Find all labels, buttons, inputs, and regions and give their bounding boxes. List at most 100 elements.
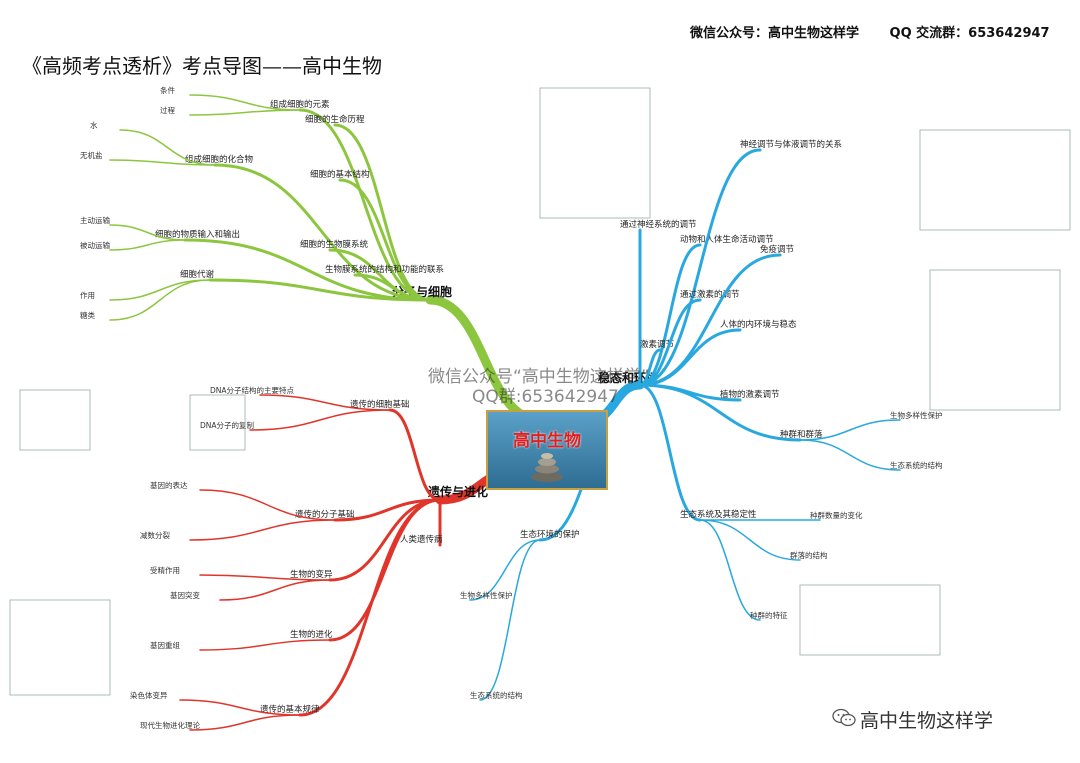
figure-frame-1 <box>919 129 1071 231</box>
green-twig-3 <box>109 239 186 251</box>
red-twig-2 <box>199 489 336 521</box>
green-sub-label-4: 细胞的基本结构 <box>310 169 370 180</box>
qq-group: QQ 交流群：653642947 <box>889 26 1050 41</box>
green-twig-label-2: 主动运输 <box>80 215 110 225</box>
blue-sub-line-4 <box>638 298 702 387</box>
red-twig-3 <box>189 519 336 541</box>
blue-twig-4 <box>699 519 761 621</box>
green-sub-line-7 <box>353 273 432 302</box>
green-sub-label-6: 细胞代谢 <box>180 269 215 280</box>
green-sub-label-0: 组成细胞的元素 <box>270 99 330 110</box>
green-twig-label-6: 作用 <box>80 290 95 300</box>
blue-twig-label-3: 群落的结构 <box>790 550 828 560</box>
green-twig-label-7: 糖类 <box>80 310 95 320</box>
red-twig-7 <box>179 699 301 716</box>
green-twig-4 <box>189 94 301 111</box>
blue-sub-label-8: 种群和群落 <box>780 429 823 440</box>
blue-sub-line-1 <box>638 148 762 387</box>
red-twig-1 <box>249 409 391 431</box>
green-sub-line-4 <box>338 178 432 302</box>
blue-twig-label-0: 生物多样性保护 <box>890 410 943 420</box>
green-twig-6 <box>109 279 211 301</box>
red-twig-label-7: 染色体变异 <box>130 690 168 700</box>
green-sub-label-3: 细胞的生命历程 <box>305 114 365 125</box>
figure-frame-5 <box>799 584 941 656</box>
green-twig-0 <box>119 129 216 166</box>
center-node-label: 高中生物 <box>513 431 581 451</box>
red-sub-label-4: 遗传的基本规律 <box>260 704 320 715</box>
blue-sub-label-2: 通过神经系统的调节 <box>620 219 697 230</box>
red-sub-line-1 <box>333 498 442 522</box>
stacked-stones-icon <box>531 453 563 482</box>
blue-sub-label-9: 生态系统及其稳定性 <box>680 509 757 520</box>
blue-twig-6 <box>479 539 541 701</box>
red-main-label: 遗传与进化 <box>427 484 488 499</box>
blue-twig-0 <box>799 419 901 441</box>
blue-twig-label-2: 种群数量的变化 <box>810 510 863 520</box>
green-twig-5 <box>189 109 301 116</box>
figure-frame-6 <box>9 599 111 696</box>
green-sub-line-6 <box>208 278 432 302</box>
green-sub-label-2: 细胞的物质输入和输出 <box>155 229 240 240</box>
red-twig-label-6: 基因重组 <box>150 640 180 650</box>
green-sub-label-5: 细胞的生物膜系统 <box>300 239 369 250</box>
watermark-line-1: 微信公众号“高中生物这样学” <box>428 367 650 387</box>
wechat-icon <box>832 708 856 727</box>
blue-twig-label-1: 生态系统的结构 <box>890 460 943 470</box>
green-sub-label-7: 生物膜系统的结构和功能的联系 <box>325 264 444 275</box>
red-sub-line-0 <box>388 408 442 502</box>
red-sub-label-3: 生物的进化 <box>290 629 333 640</box>
blue-sub-label-5: 免疫调节 <box>760 244 795 255</box>
blue-sub-label-7: 植物的激素调节 <box>720 389 780 400</box>
red-sub-label-0: 遗传的细胞基础 <box>350 399 410 410</box>
green-twig-7 <box>109 279 211 321</box>
red-twig-8 <box>189 714 301 731</box>
header-contact: 微信公众号：高中生物这样学 QQ 交流群：653642947 <box>690 22 1076 41</box>
watermark-line-2: QQ群:653642947 <box>472 387 619 407</box>
green-twig-label-1: 无机盐 <box>80 150 103 160</box>
blue-sub-label-3: 激素调节 <box>640 339 675 350</box>
green-sub-line-0 <box>298 108 432 302</box>
blue-sub-line-8 <box>638 383 802 442</box>
page-title: 《高频考点透析》考点导图——高中生物 <box>22 54 382 78</box>
figure-frame-2 <box>929 269 1061 411</box>
blue-sub-label-0: 动物和人体生命活动调节 <box>680 234 774 245</box>
blue-sub-label-6: 人体的内环境与稳态 <box>720 319 797 330</box>
blue-sub-label-4: 通过激素的调节 <box>680 289 740 300</box>
green-sub-line-2 <box>183 238 432 302</box>
red-twig-label-4: 受精作用 <box>150 565 180 575</box>
blue-sub-line-6 <box>638 328 742 387</box>
green-twig-2 <box>109 224 186 241</box>
red-twig-label-3: 减数分裂 <box>140 530 170 540</box>
green-sub-label-1: 组成细胞的化合物 <box>185 154 254 165</box>
blue-sub-label-10: 生态环境的保护 <box>520 529 580 540</box>
blue-sub-label-1: 神经调节与体液调节的关系 <box>740 139 842 150</box>
red-twig-label-0: DNA分子结构的主要特点 <box>210 385 295 395</box>
green-twig-1 <box>109 159 216 166</box>
red-sub-line-4 <box>298 498 442 717</box>
red-twig-6 <box>199 639 331 651</box>
red-sub-label-5: 人类遗传病 <box>400 534 443 545</box>
figure-frame-0 <box>539 87 651 219</box>
green-twig-label-4: 条件 <box>160 85 175 95</box>
green-twig-label-0: 水 <box>90 120 98 130</box>
blue-sub-line-0 <box>638 243 702 387</box>
center-node: 高中生物 <box>486 410 608 490</box>
red-twig-0 <box>259 394 391 411</box>
green-sub-line-1 <box>213 163 432 302</box>
wechat-account: 微信公众号：高中生物这样学 <box>690 26 860 41</box>
red-twig-label-1: DNA分子的复制 <box>200 420 254 430</box>
green-twig-label-3: 被动运输 <box>80 240 110 250</box>
figure-frame-3 <box>19 389 91 451</box>
red-sub-label-1: 遗传的分子基础 <box>295 509 355 520</box>
red-twig-label-5: 基因突变 <box>170 590 200 600</box>
figure-frame-4 <box>189 394 246 451</box>
red-sub-label-2: 生物的变异 <box>290 569 333 580</box>
red-twig-4 <box>199 574 331 581</box>
watermark-bottom: 高中生物这样学 <box>860 710 994 732</box>
blue-twig-3 <box>699 519 801 561</box>
blue-twig-label-4: 种群的特征 <box>750 610 788 620</box>
blue-twig-1 <box>799 439 901 471</box>
blue-twig-label-6: 生态系统的结构 <box>470 690 523 700</box>
